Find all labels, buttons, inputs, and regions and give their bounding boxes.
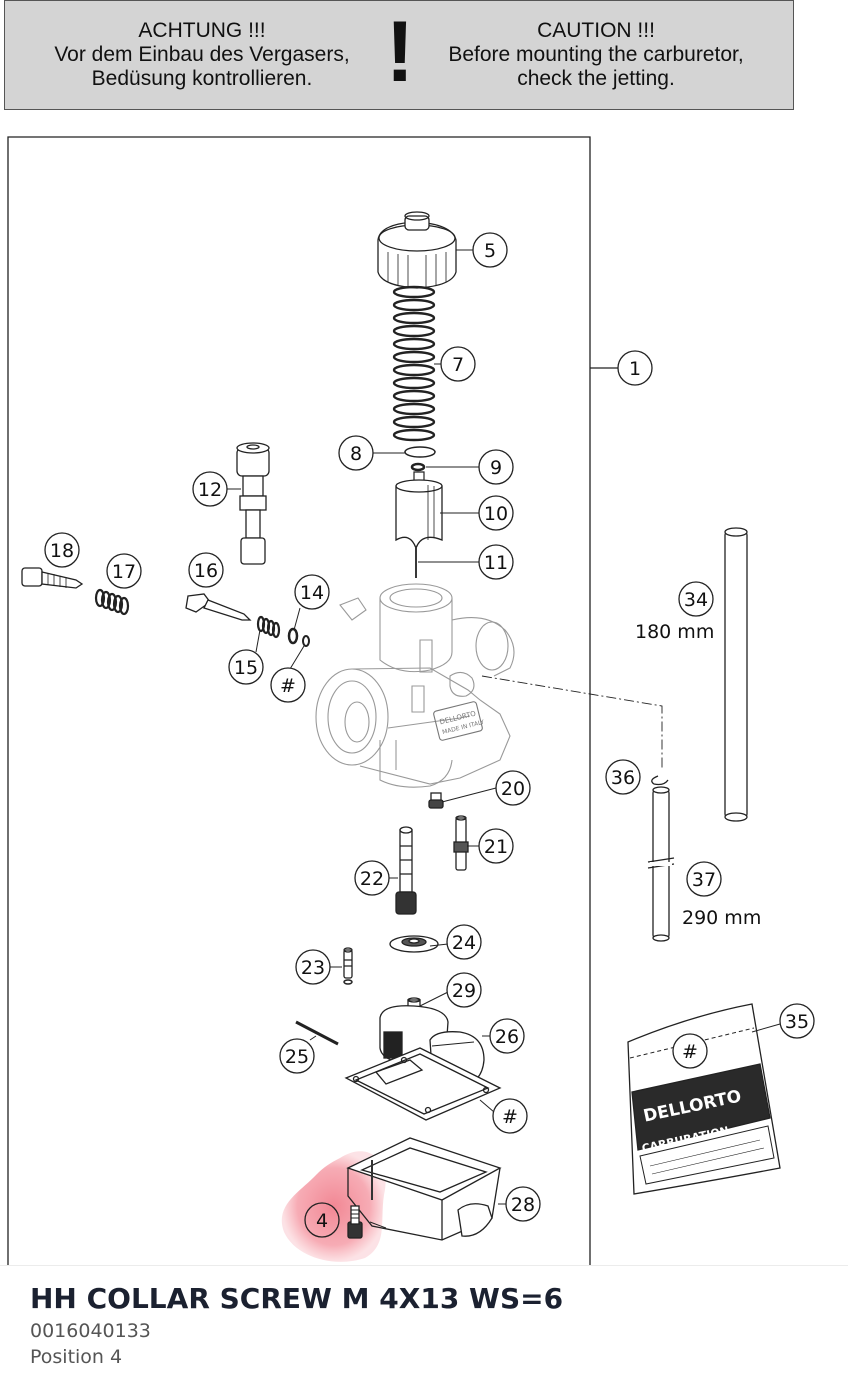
mixture-screw-part: [236, 442, 270, 565]
callout-24: 24: [452, 932, 476, 954]
air-screw-spring-part: [256, 615, 281, 639]
assembly-frame: [7, 136, 591, 1265]
idle-spring-part: [94, 588, 130, 616]
callout-9: 9: [490, 457, 502, 479]
warning-en-line-3: check the jetting.: [517, 67, 675, 90]
callout-15: 15: [234, 657, 258, 679]
exploded-parts-diagram: DELLORTO MADE IN ITALY: [7, 136, 815, 1265]
callout-16: 16: [194, 560, 218, 582]
warning-en-line-1: CAUTION !!!: [537, 19, 655, 42]
callout-18: 18: [50, 540, 74, 562]
callout-4: 4: [316, 1210, 328, 1232]
callout-11: 11: [484, 552, 508, 574]
spring-seat-part: [404, 446, 436, 458]
callout-20: 20: [501, 778, 525, 800]
emulsion-tube-part: [395, 826, 417, 915]
hose-37-length: 290 mm: [682, 907, 761, 929]
callout-10: 10: [484, 503, 508, 525]
hose-34-length: 180 mm: [635, 621, 714, 643]
callout-hash-gasket: #: [502, 1106, 518, 1128]
pilot-jet-part: [453, 815, 469, 871]
idle-screw-part: [21, 567, 84, 589]
exclamation-icon: !: [385, 4, 415, 100]
callout-37: 37: [692, 869, 716, 891]
air-screw-part: [185, 593, 252, 621]
main-jet-part: [428, 792, 444, 809]
callout-8: 8: [350, 443, 362, 465]
callout-35: 35: [785, 1011, 809, 1033]
warning-de-line-2: Vor dem Einbau des Vergasers,: [54, 43, 350, 66]
warning-german: ACHTUNG !!! Vor dem Einbau des Vergasers…: [27, 19, 377, 91]
callout-28: 28: [511, 1194, 535, 1216]
collar-screw-part: [347, 1205, 363, 1239]
callout-34: 34: [684, 589, 708, 611]
washer-part: [302, 635, 310, 647]
throttle-spring-part: [392, 285, 436, 442]
part-number: 0016040133: [30, 1320, 151, 1342]
callout-29: 29: [452, 980, 476, 1002]
throttle-slide-part: [395, 471, 443, 550]
callout-5: 5: [484, 240, 496, 262]
callout-14: 14: [300, 582, 324, 604]
warning-de-line-1: ACHTUNG !!!: [138, 19, 266, 42]
needle-clip-part: [410, 462, 426, 472]
callout-26: 26: [495, 1026, 519, 1048]
callout-22: 22: [360, 868, 384, 890]
callout-21: 21: [484, 836, 508, 858]
warning-en-line-2: Before mounting the carburetor,: [448, 43, 744, 66]
part-info-panel: HH COLLAR SCREW M 4X13 WS=6 0016040133 P…: [0, 1265, 848, 1391]
float-pin-part: [295, 1020, 339, 1046]
callout-17: 17: [112, 561, 136, 583]
callout-23: 23: [301, 957, 325, 979]
float-bowl-gasket-part: [344, 1047, 502, 1121]
part-name: HH COLLAR SCREW M 4X13 WS=6: [30, 1282, 564, 1315]
part-position: Position 4: [30, 1346, 123, 1368]
float-bowl-part: [346, 1137, 502, 1241]
caution-banner: ACHTUNG !!! Vor dem Einbau des Vergasers…: [4, 0, 794, 110]
float-needle-part: [343, 947, 353, 985]
jet-kit-package-part: DELLORTO CARBURATION: [627, 1003, 781, 1195]
warning-english: CAUTION !!! Before mounting the carburet…: [421, 19, 771, 91]
carburetor-body-part: DELLORTO MADE IN ITALY: [315, 583, 515, 788]
vent-hose-180-part: [724, 527, 748, 822]
hose-clip-part: [651, 775, 669, 786]
carb-cap-part: [377, 211, 457, 289]
float-seat-part: [389, 935, 439, 953]
vent-hose-290-part: [647, 786, 675, 942]
callout-hash-washer: #: [280, 675, 296, 697]
callout-1: 1: [629, 358, 641, 380]
callout-12: 12: [198, 479, 222, 501]
callout-36: 36: [611, 767, 635, 789]
callout-25: 25: [285, 1046, 309, 1068]
callout-hash-package: #: [682, 1041, 698, 1063]
o-ring-part: [287, 627, 299, 645]
callout-7: 7: [452, 354, 464, 376]
warning-de-line-3: Bedüsung kontrollieren.: [91, 67, 313, 90]
